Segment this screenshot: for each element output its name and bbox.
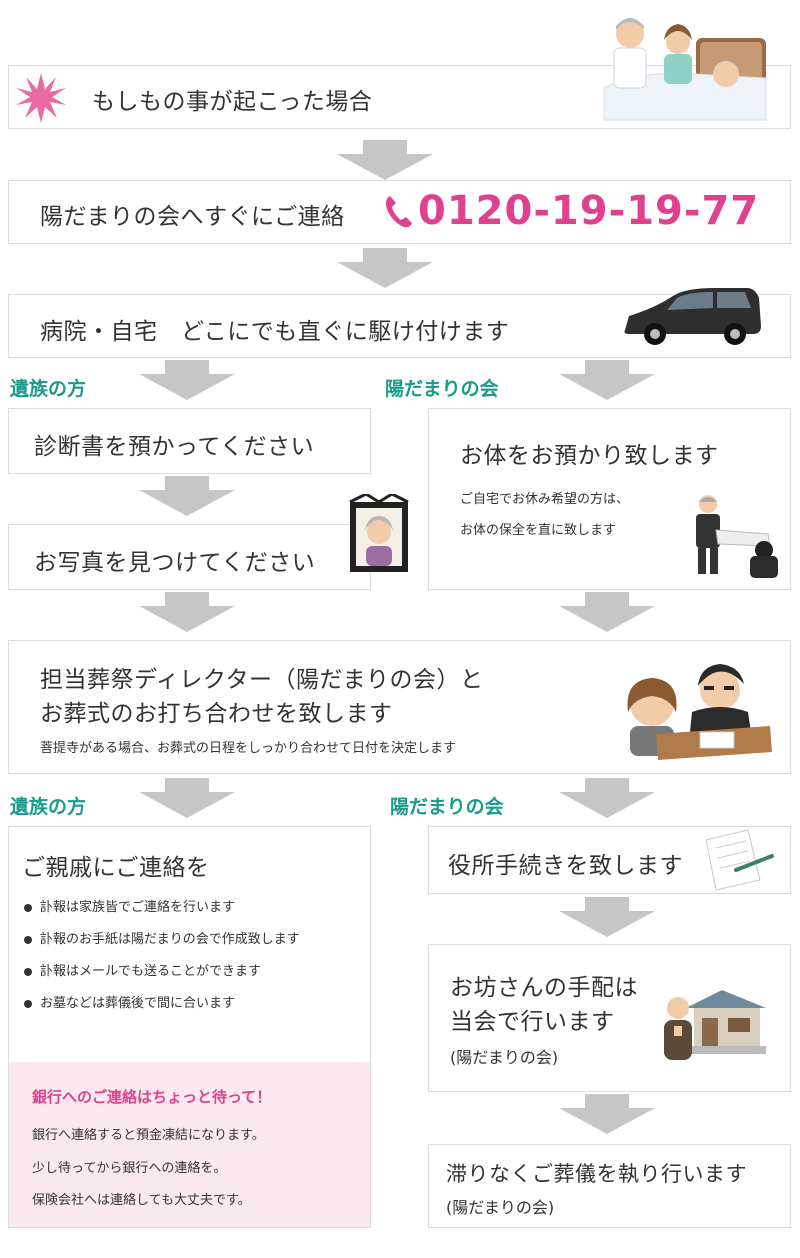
meeting-line2: お葬式のお打ち合わせを致します [40,694,393,728]
label-hidamari: 陽だまりの会 [385,374,499,401]
meeting-note: 菩提寺がある場合、お葬式の日程をしっかり合わせて日付を決定します [40,737,456,756]
hidamari-care-line2: お体の保全を直に致します [460,519,616,538]
step-emergency-title: もしもの事が起こった場合 [92,82,372,116]
phone-icon [384,193,414,229]
monk-line1: お坊さんの手配は [450,968,638,1002]
label-hidamari-2: 陽だまりの会 [390,792,504,819]
family-certificate-title: 診断書を預かってください [34,427,314,461]
bank-notice-line2: 少し待ってから銀行への連絡を。 [32,1157,226,1176]
phone-number[interactable]: 0120-19-19-77 [418,188,759,234]
meeting-line1: 担当葬祭ディレクター（陽だまりの会）と [40,660,484,694]
hidamari-care-line1: ご自宅でお休み希望の方は、 [460,488,629,507]
car-illustration [615,280,765,350]
step-dispatch-title: 病院・自宅 どこにでも直ぐに駆け付けます [40,312,509,346]
list-item: お墓などは葬儀後で間に合います [22,994,300,1026]
meeting-illustration [600,652,776,768]
temple-monk-illustration [656,984,768,1066]
monk-line2: 当会で行います [450,1002,615,1036]
list-item: 訃報のお手紙は陽だまりの会で作成致します [22,930,300,962]
family-photo-title: お写真を見つけてください [34,543,315,577]
bank-notice-line1: 銀行へ連絡すると預金凍結になります。 [32,1124,265,1143]
list-item: 訃報はメールでも送ることができます [22,962,300,994]
contact-list: 訃報は家族皆でご連絡を行います 訃報のお手紙は陽だまりの会で作成致します 訃報は… [22,898,300,1026]
list-item: 訃報は家族皆でご連絡を行います [22,898,300,930]
step-contact-title: 陽だまりの会へすぐにご連絡 [40,197,345,231]
bank-notice-title: 銀行へのご連絡はちょっと待って！ [32,1086,271,1107]
bank-notice-line3: 保険会社へは連絡しても大丈夫です。 [32,1189,251,1208]
label-family: 遺族の方 [10,374,86,401]
office-title: 役所手続きを致します [448,846,683,880]
contact-title: ご親戚にご連絡を [22,848,210,882]
burst-icon [14,71,68,125]
portrait-frame-illustration [346,494,412,574]
label-family-2: 遺族の方 [10,792,86,819]
document-pen-illustration [700,826,776,892]
hospital-bed-illustration [600,8,772,122]
monk-sub: (陽だまりの会) [450,1044,558,1068]
funeral-title: 滞りなくご葬儀を執り行います [446,1158,747,1188]
hidamari-care-title: お体をお預かり致します [460,436,719,470]
stretcher-illustration [680,490,780,582]
funeral-sub: (陽だまりの会) [446,1194,554,1218]
